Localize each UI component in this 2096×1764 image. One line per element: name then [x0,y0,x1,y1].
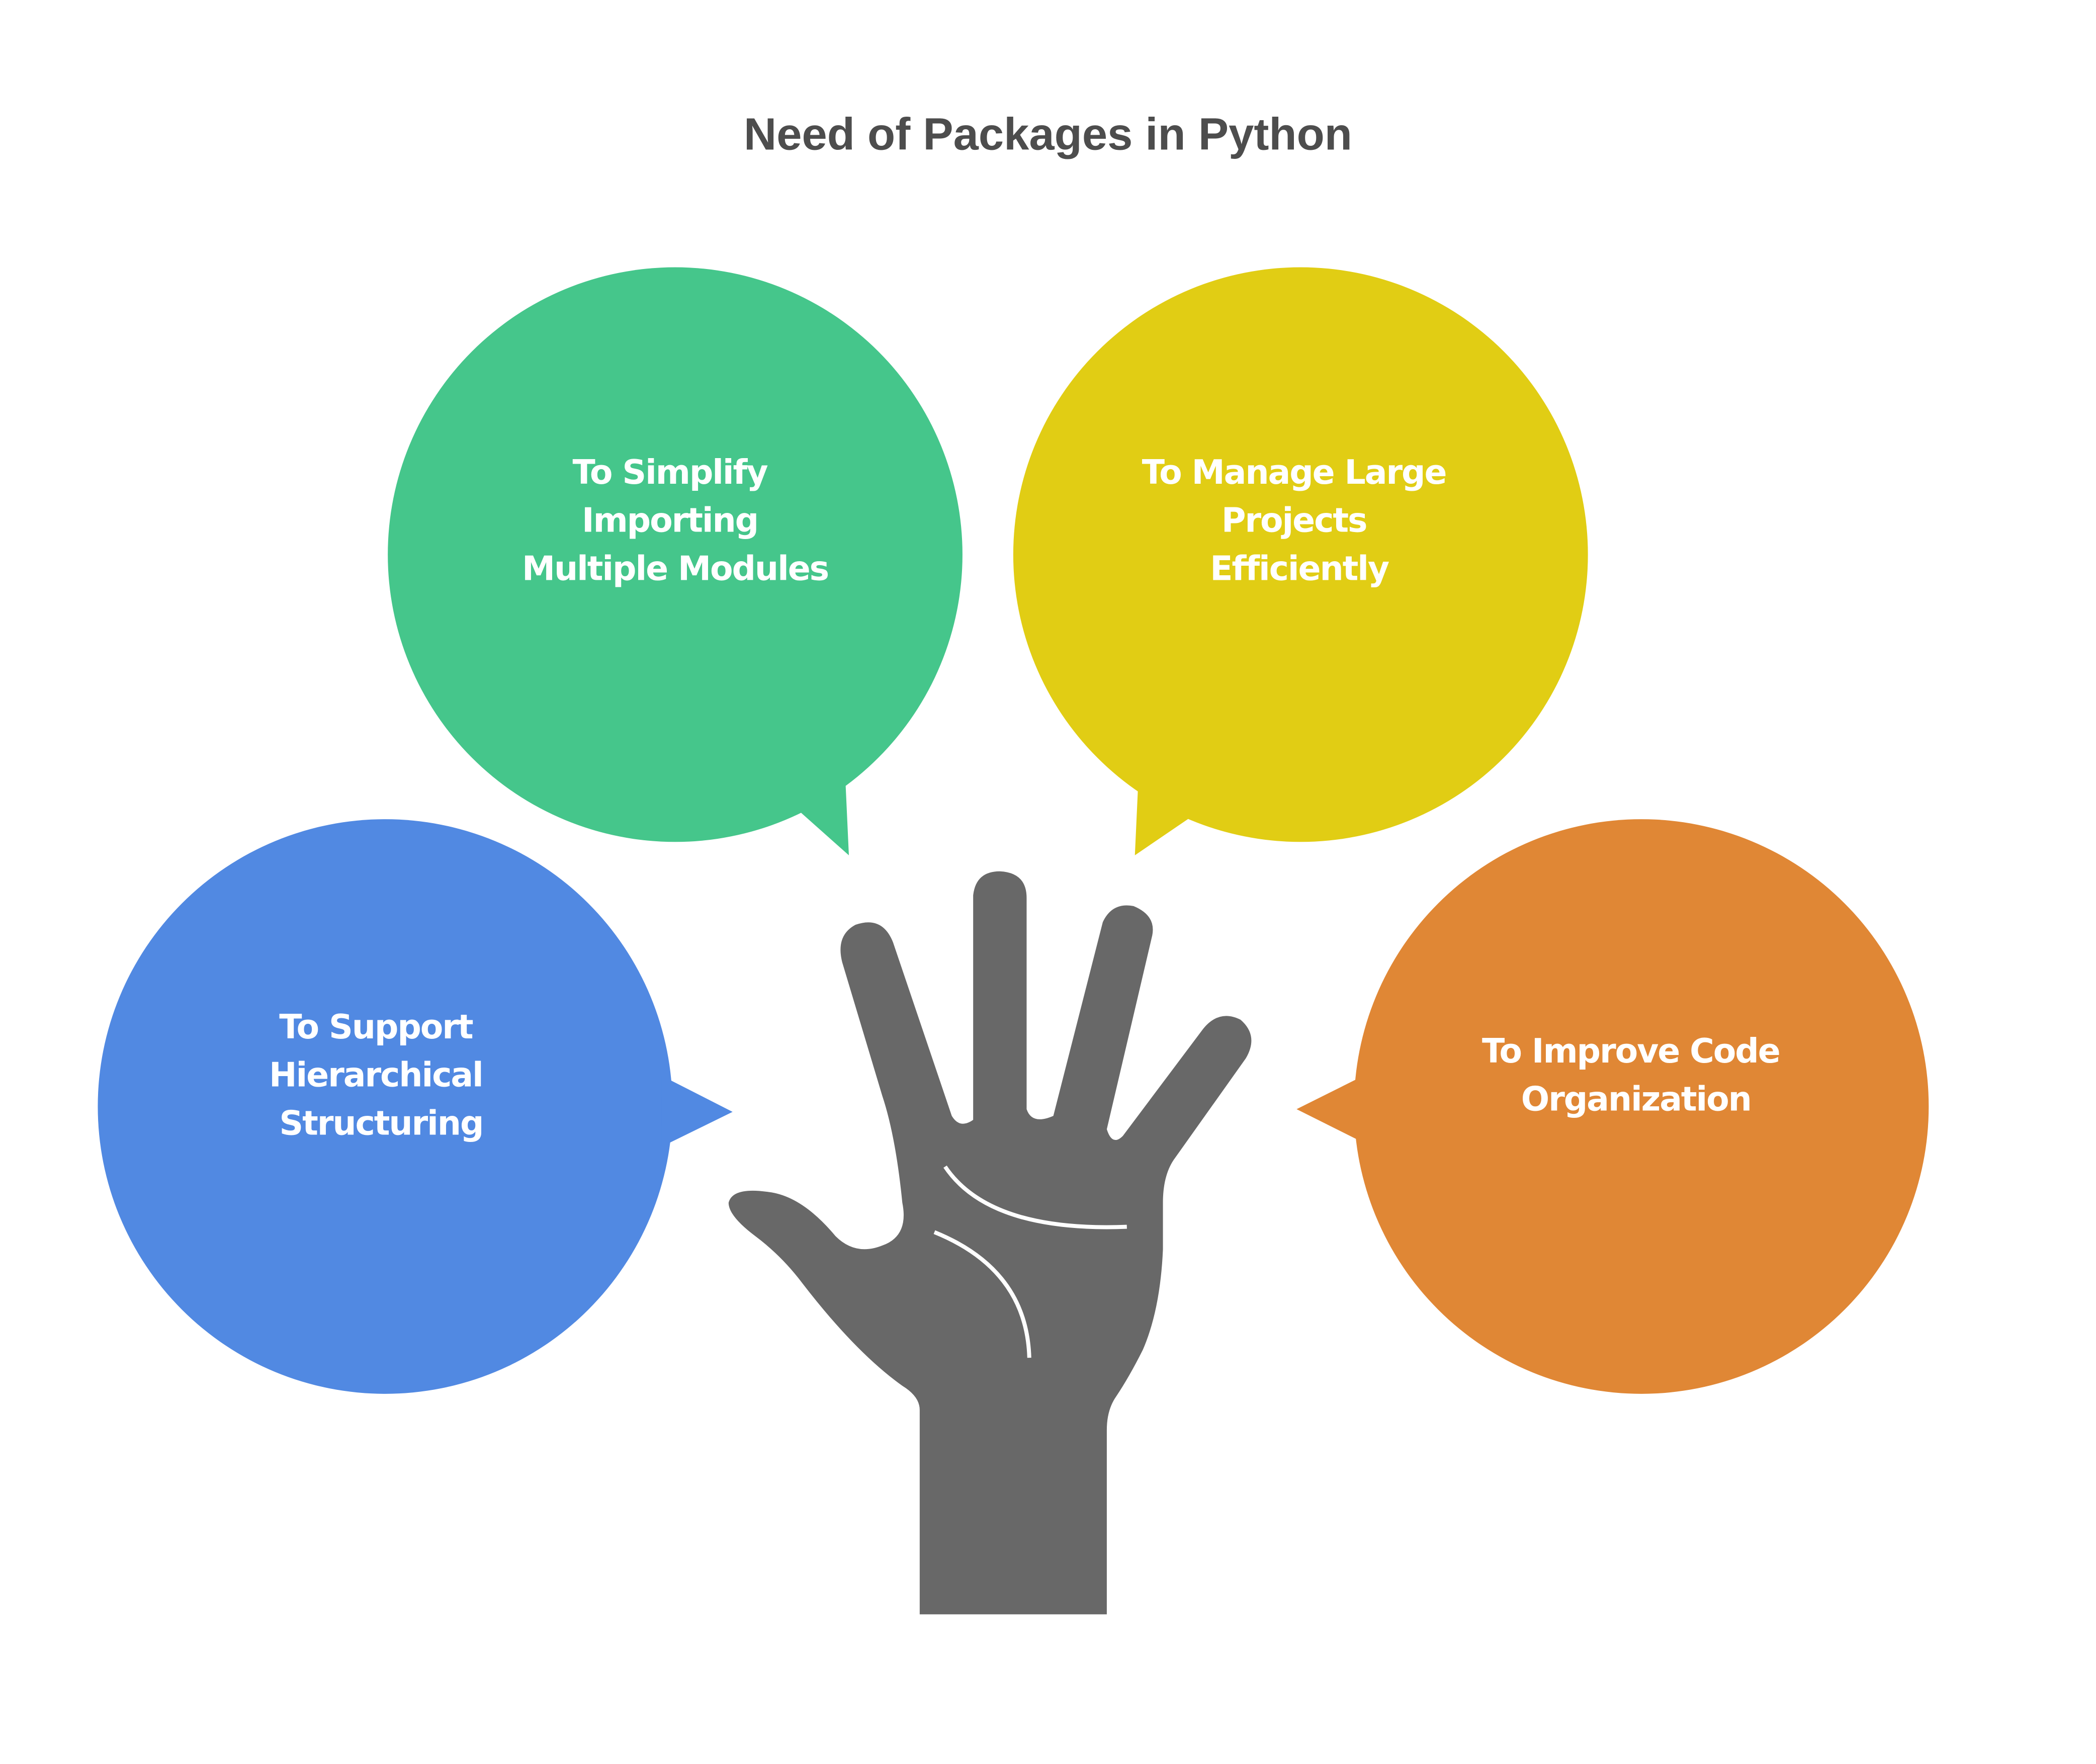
bubble-label: To Simplify Importing Multiple Modules [522,453,828,588]
bubble-tail [1134,768,1194,855]
bubble-organization: To Improve Code Organization [1296,819,1929,1394]
bubble-hierarchical: To Support Hierarchical Structuring [98,819,733,1394]
bubble-tail [789,768,849,855]
bubble-label: To Manage Large Projects Efficiently [1142,453,1457,588]
bubble-circle [1354,819,1929,1394]
bubble-manage: To Manage Large Projects Efficiently [1013,267,1588,855]
bubble-simplify: To Simplify Importing Multiple Modules [388,267,963,855]
bubble-circle [98,819,673,1394]
bubble-label: To Improve Code Organization [1482,1031,1790,1119]
bubble-circle [1013,267,1588,842]
bubble-circle [388,267,963,842]
hand-line-life [933,1230,1031,1358]
bubble-tail [1296,1076,1364,1143]
hand-icon [728,871,1252,1615]
bubble-tail [661,1076,733,1147]
diagram-title: Need of Packages in Python [744,109,1352,160]
hand-line-heart [943,1165,1127,1229]
bubble-label: To Support Hierarchical Structuring [269,1007,493,1142]
